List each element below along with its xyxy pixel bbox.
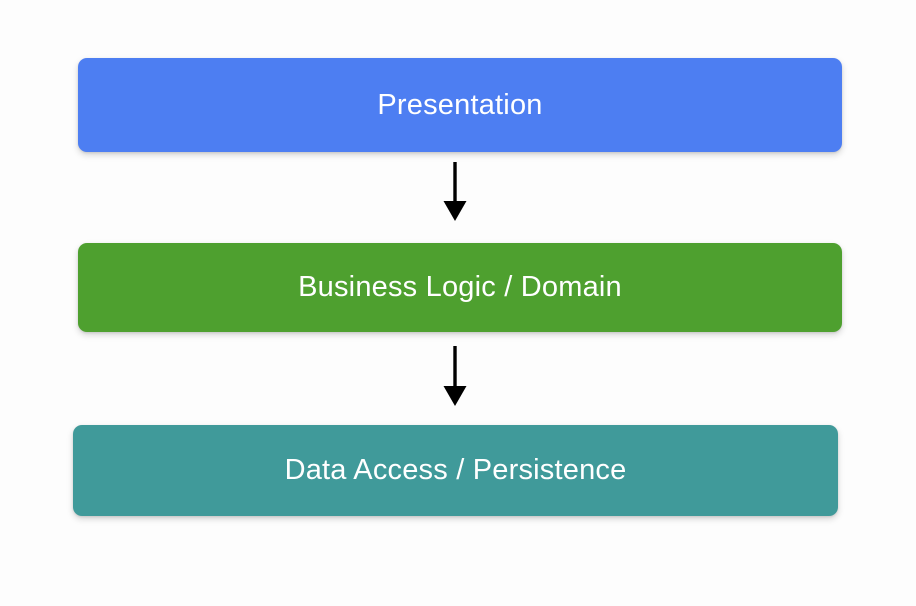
arrow-head xyxy=(443,386,467,406)
arrow-business-to-data-icon xyxy=(443,346,467,406)
layer-label-business-logic: Business Logic / Domain xyxy=(298,271,622,303)
layer-label-presentation: Presentation xyxy=(377,88,543,121)
layer-box-business-logic[interactable]: Business Logic / Domain xyxy=(78,243,842,332)
layer-box-data-access[interactable]: Data Access / Persistence xyxy=(73,425,838,516)
arrow-presentation-to-business-icon xyxy=(443,162,467,221)
arrow-head xyxy=(443,201,467,221)
layer-label-data-access: Data Access / Persistence xyxy=(284,454,627,486)
layer-box-presentation[interactable]: Presentation xyxy=(78,58,842,152)
